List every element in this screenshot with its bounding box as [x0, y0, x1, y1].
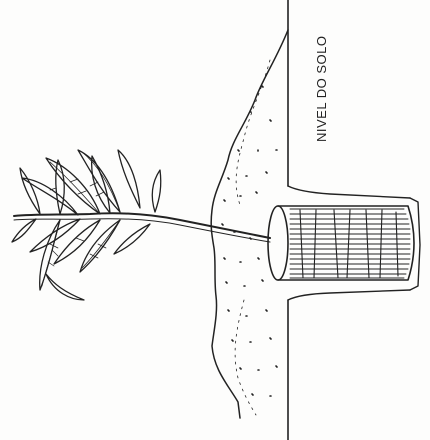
- root-ball: [268, 206, 414, 280]
- planting-hole: [288, 186, 420, 300]
- ground-level-label: NIVEL DO SOLO: [314, 32, 332, 142]
- seedling-stem: [14, 213, 270, 242]
- seedling-leaves: [12, 150, 161, 300]
